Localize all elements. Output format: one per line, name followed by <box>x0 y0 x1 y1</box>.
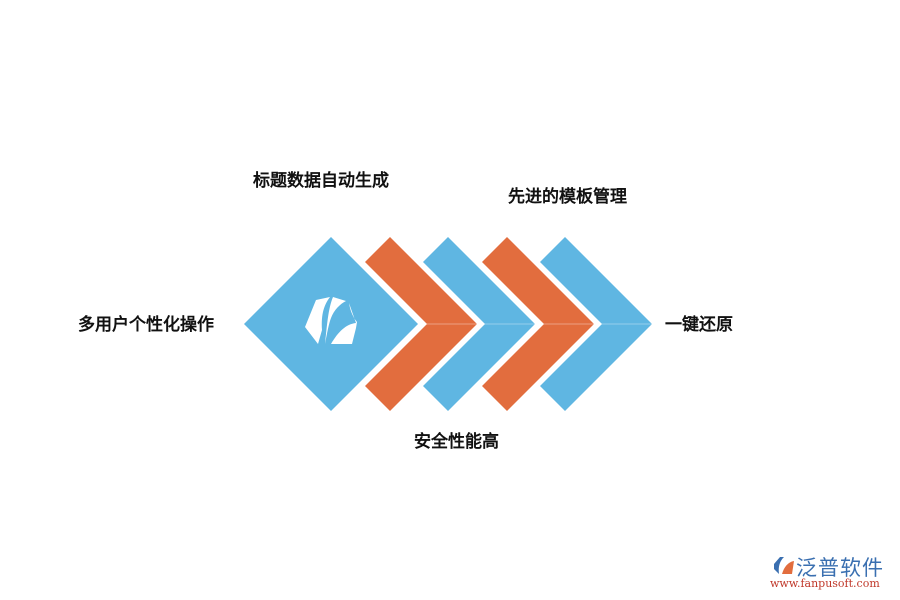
label-security: 安全性能高 <box>414 432 499 452</box>
chevron-4 <box>540 237 652 411</box>
brand-url: www.fanpusoft.com <box>770 577 880 590</box>
label-template-management: 先进的模板管理 <box>508 187 627 207</box>
main-diamond <box>244 237 418 411</box>
fanpu-logo-icon <box>305 297 357 344</box>
label-title-data-auto: 标题数据自动生成 <box>253 171 389 191</box>
label-one-key-restore: 一键还原 <box>665 315 733 335</box>
chevron-3 <box>482 237 594 411</box>
chevron-1 <box>365 237 477 411</box>
fanpu-logo-icon <box>774 557 794 574</box>
label-multi-user: 多用户个性化操作 <box>78 315 214 335</box>
brand-name: 泛普软件 <box>796 556 884 580</box>
chevron-2 <box>423 237 535 411</box>
